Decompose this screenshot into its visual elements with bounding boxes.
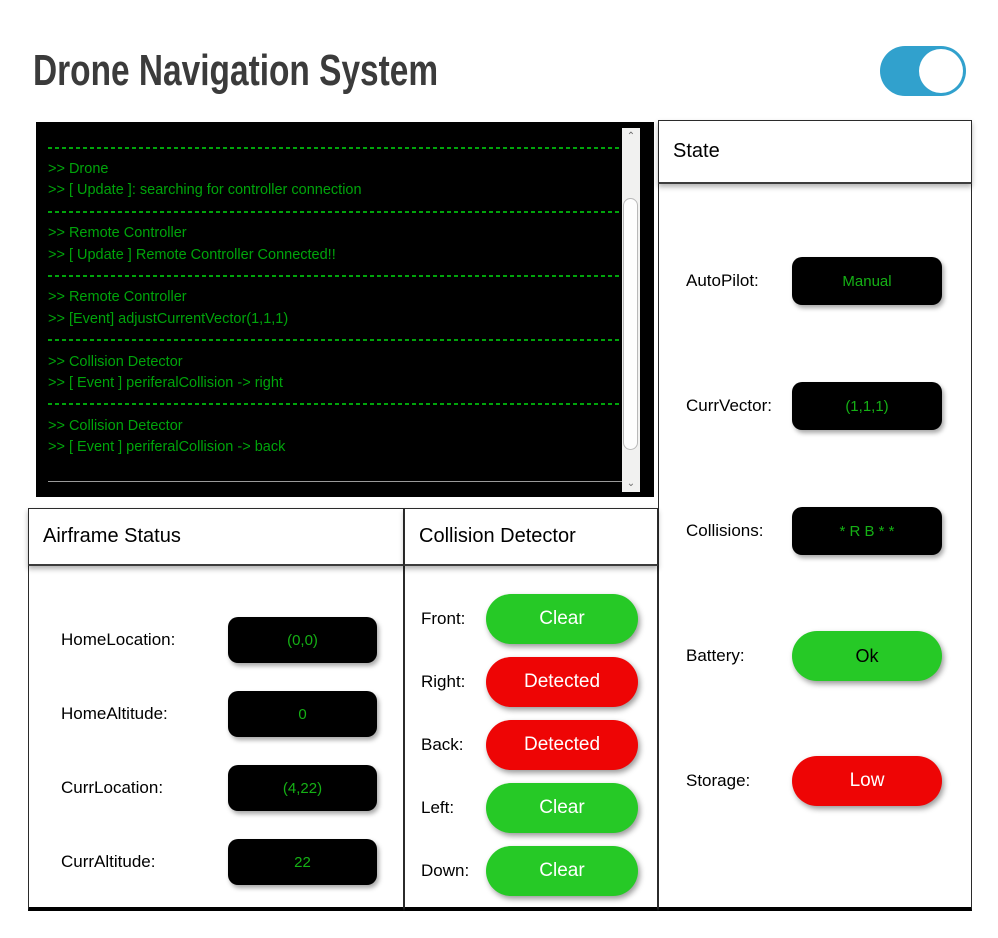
collision-row: Left: Clear xyxy=(405,783,657,833)
collision-status-pill: Detected xyxy=(486,657,638,707)
console-log-line: >> Remote Controller xyxy=(48,289,187,306)
collision-row: Right: Detected xyxy=(405,657,657,707)
collision-panel-header: Collision Detector xyxy=(404,508,658,566)
page-title: Drone Navigation System xyxy=(33,46,439,95)
collision-status-pill: Clear xyxy=(486,594,638,644)
scroll-up-button[interactable]: ⌃ xyxy=(622,128,640,145)
console-log-line: >> [ Update ]: searching for controller … xyxy=(48,182,362,199)
state-row-label: AutoPilot: xyxy=(686,271,759,290)
console-log-line: >> [ Event ] periferalCollision -> back xyxy=(48,439,286,456)
status-value-badge: Low xyxy=(792,756,942,806)
toggle-knob-icon xyxy=(919,49,963,93)
state-row: Storage: Low xyxy=(659,756,971,806)
status-value-badge: Ok xyxy=(792,631,942,681)
airframe-row-label: CurrAltitude: xyxy=(61,852,156,871)
state-row: CurrVector: (1,1,1) xyxy=(659,381,971,431)
collision-row-label: Front: xyxy=(421,609,466,628)
status-value-badge: (4,22) xyxy=(228,765,377,811)
airframe-row: CurrAltitude: 22 xyxy=(29,839,403,885)
collision-row-label: Right: xyxy=(421,672,466,691)
power-toggle[interactable] xyxy=(880,46,966,96)
console-log-line: >> [ Update ] Remote Controller Connecte… xyxy=(48,246,336,263)
state-row-label: CurrVector: xyxy=(686,396,772,415)
state-row: Battery: Ok xyxy=(659,631,971,681)
status-value-badge: (0,0) xyxy=(228,617,377,663)
status-value-badge: * R B * * xyxy=(792,507,942,555)
console-log-line: >> [Event] adjustCurrentVector(1,1,1) xyxy=(48,310,289,327)
console-inner-border xyxy=(48,481,622,482)
collision-row: Front: Clear xyxy=(405,594,657,644)
state-row-label: Storage: xyxy=(686,771,751,790)
airframe-row: HomeAltitude: 0 xyxy=(29,691,403,737)
scrollbar-thumb[interactable] xyxy=(623,198,638,450)
console-separator xyxy=(48,265,620,286)
state-row: Collisions: * R B * * xyxy=(659,506,971,556)
console-log-panel: >> Drone >> [ Update ]: searching for co… xyxy=(36,122,654,497)
airframe-row: CurrLocation: (4,22) xyxy=(29,765,403,811)
collision-row: Down: Clear xyxy=(405,846,657,896)
collision-row-label: Down: xyxy=(421,861,470,880)
airframe-row: HomeLocation: (0,0) xyxy=(29,617,403,663)
collision-row-label: Back: xyxy=(421,735,464,754)
panel-title: Collision Detector xyxy=(419,525,576,547)
console-separator xyxy=(48,201,620,222)
console-log-line: >> [ Event ] periferalCollision -> right xyxy=(48,374,283,391)
state-panel-body: AutoPilot: Manual CurrVector: (1,1,1) Co… xyxy=(658,184,972,911)
scrollbar-track[interactable]: ⌃ ⌄ xyxy=(622,128,640,492)
console-scroll-area[interactable]: >> Drone >> [ Update ]: searching for co… xyxy=(48,137,620,479)
console-log-line: >> Collision Detector xyxy=(48,353,183,370)
status-value-badge: (1,1,1) xyxy=(792,382,942,430)
scroll-down-button[interactable]: ⌄ xyxy=(622,475,640,492)
collision-detector-panel: Collision Detector Front: Clear Right: D… xyxy=(404,508,658,911)
console-separator xyxy=(48,330,620,351)
console-separator xyxy=(48,137,620,158)
state-row-label: Collisions: xyxy=(686,521,764,540)
panel-title: Airframe Status xyxy=(43,525,181,547)
state-panel-header: State xyxy=(658,120,972,184)
collision-status-pill: Clear xyxy=(486,846,638,896)
state-row-label: Battery: xyxy=(686,646,745,665)
airframe-panel-header: Airframe Status xyxy=(28,508,404,566)
state-row: AutoPilot: Manual xyxy=(659,256,971,306)
airframe-row-label: HomeLocation: xyxy=(61,630,176,649)
console-log-line: >> Remote Controller xyxy=(48,225,187,242)
chevron-up-icon: ⌃ xyxy=(626,131,636,142)
airframe-status-panel: Airframe Status HomeLocation: (0,0) Home… xyxy=(28,508,404,911)
console-separator xyxy=(48,394,620,415)
collision-panel-body: Front: Clear Right: Detected Back: Detec… xyxy=(404,566,658,911)
status-value-badge: 0 xyxy=(228,691,377,737)
status-value-badge: Manual xyxy=(792,257,942,305)
airframe-row-label: HomeAltitude: xyxy=(61,704,168,723)
airframe-row-label: CurrLocation: xyxy=(61,778,164,797)
chevron-down-icon: ⌄ xyxy=(626,478,636,489)
state-panel: State AutoPilot: Manual CurrVector: (1,1… xyxy=(658,120,972,911)
collision-row-label: Left: xyxy=(421,798,455,817)
collision-status-pill: Detected xyxy=(486,720,638,770)
status-value-badge: 22 xyxy=(228,839,377,885)
collision-row: Back: Detected xyxy=(405,720,657,770)
console-log-line: >> Collision Detector xyxy=(48,417,183,434)
console-log-line: >> Drone xyxy=(48,161,109,178)
panel-title: State xyxy=(673,140,720,162)
airframe-panel-body: HomeLocation: (0,0) HomeAltitude: 0 Curr… xyxy=(28,566,404,911)
collision-status-pill: Clear xyxy=(486,783,638,833)
